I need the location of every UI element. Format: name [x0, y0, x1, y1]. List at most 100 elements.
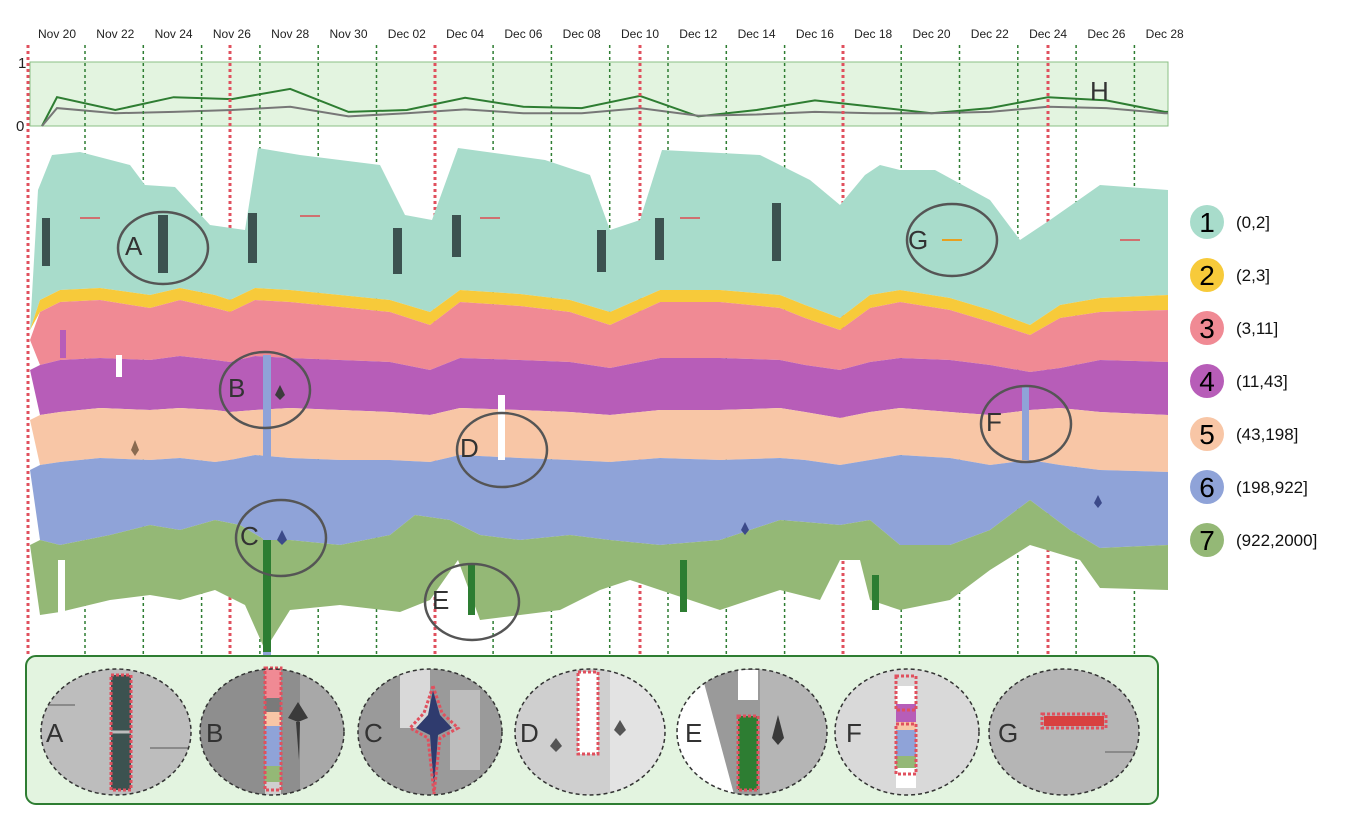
inset-g: G	[988, 668, 1140, 796]
inset-g-label: G	[998, 718, 1018, 748]
legend-number: 7	[1199, 525, 1215, 556]
marker-circle-g	[905, 202, 999, 278]
star-glyph	[741, 522, 749, 535]
marker-label-e: E	[432, 585, 449, 615]
date-label: Dec 24	[1029, 27, 1067, 41]
legend-swatch	[1190, 470, 1224, 504]
date-label: Dec 18	[854, 27, 892, 41]
legend-number: 1	[1199, 207, 1215, 238]
top-tick-1: 1	[18, 55, 26, 72]
layer-5-area	[30, 408, 1168, 472]
star-glyph	[1094, 495, 1102, 508]
top-panel-background	[29, 61, 1169, 127]
marker-circle-b	[218, 350, 312, 430]
marker-label-g: G	[908, 225, 928, 255]
column-glyph	[498, 395, 505, 460]
legend-swatch	[1190, 311, 1224, 345]
date-label: Nov 20	[38, 27, 76, 41]
date-label: Nov 22	[96, 27, 134, 41]
top-panel-label: H	[1090, 76, 1109, 106]
inset-b: B	[199, 666, 345, 796]
date-label: Dec 04	[446, 27, 484, 41]
marker-circle-a	[116, 210, 210, 286]
date-label: Nov 24	[155, 27, 193, 41]
inset-d: D	[514, 668, 666, 796]
inset-f: F	[834, 668, 980, 796]
inset-a: A	[40, 668, 192, 796]
inset-a-label: A	[46, 718, 64, 748]
date-label: Dec 22	[971, 27, 1009, 41]
top-series-line	[41, 105, 1168, 127]
column-glyph	[58, 560, 65, 615]
top-series-lines	[41, 87, 1168, 127]
date-label: Dec 26	[1087, 27, 1125, 41]
layer-6-area	[30, 455, 1168, 548]
inset-c-label: C	[364, 718, 383, 748]
marker-circle-d	[455, 411, 549, 489]
inset-f-label: F	[846, 718, 862, 748]
marker-label-f: F	[986, 407, 1002, 437]
legend-number: 4	[1199, 366, 1215, 397]
inset-panel: A B	[25, 655, 1159, 805]
legend-number: 2	[1199, 260, 1215, 291]
legend-range: (922,2000]	[1236, 531, 1317, 550]
legend-range: (3,11]	[1236, 319, 1278, 338]
top-panel: 1 0 H	[16, 55, 1169, 135]
box-glyph	[248, 213, 257, 263]
inset-e-outline	[676, 668, 828, 796]
layer-4-area	[30, 356, 1168, 418]
date-label: Dec 16	[796, 27, 834, 41]
box-glyph	[452, 215, 461, 257]
column-glyph	[263, 355, 271, 655]
date-label: Dec 06	[504, 27, 542, 41]
inset-c-outline	[357, 668, 503, 796]
date-label: Nov 28	[271, 27, 309, 41]
star-glyph	[131, 440, 139, 456]
inset-d-outline	[514, 668, 666, 796]
marker-label-c: C	[240, 521, 259, 551]
box-glyph	[597, 230, 606, 272]
legend-range: (0,2]	[1236, 213, 1270, 232]
inset-b-label: B	[206, 718, 223, 748]
inset-g-outline	[988, 668, 1140, 796]
marker-circle-c	[234, 498, 328, 578]
date-label: Nov 30	[329, 27, 367, 41]
date-label: Dec 08	[563, 27, 601, 41]
top-tick-0: 0	[16, 118, 24, 135]
column-glyph	[872, 575, 879, 610]
marker-circle-e	[423, 562, 521, 642]
column-glyph	[263, 540, 271, 652]
legend-number: 5	[1199, 419, 1215, 450]
date-label: Dec 14	[738, 27, 776, 41]
legend-swatch	[1190, 258, 1224, 292]
date-label: Nov 26	[213, 27, 251, 41]
date-label: Dec 20	[912, 27, 950, 41]
stream-layers	[30, 148, 1168, 650]
box-glyph	[655, 218, 664, 260]
date-label: Dec 12	[679, 27, 717, 41]
layer-2-area	[30, 288, 1168, 335]
circled-markers: A B C D E F G	[116, 202, 1073, 642]
top-series-line	[41, 87, 1168, 127]
box-glyph	[42, 218, 50, 266]
inset-e-label: E	[685, 718, 702, 748]
inset-d-label: D	[520, 718, 539, 748]
box-glyph	[393, 228, 402, 274]
column-glyph	[60, 330, 66, 358]
legend-range: (198,922]	[1236, 478, 1308, 497]
date-label: Dec 02	[388, 27, 426, 41]
marker-label-a: A	[125, 231, 143, 261]
box-glyph	[158, 215, 168, 273]
inset-c: C	[357, 668, 503, 796]
inset-a-outline	[40, 668, 192, 796]
marker-label-d: D	[460, 433, 479, 463]
inset-f-outline	[834, 668, 980, 796]
star-glyph	[277, 530, 287, 545]
inset-b-outline	[199, 668, 345, 796]
legend-range: (2,3]	[1236, 266, 1270, 285]
date-label: Dec 10	[621, 27, 659, 41]
legend-number: 3	[1199, 313, 1215, 344]
column-glyph	[680, 560, 687, 612]
layer-3-area	[30, 300, 1168, 372]
column-glyph	[1022, 385, 1029, 460]
